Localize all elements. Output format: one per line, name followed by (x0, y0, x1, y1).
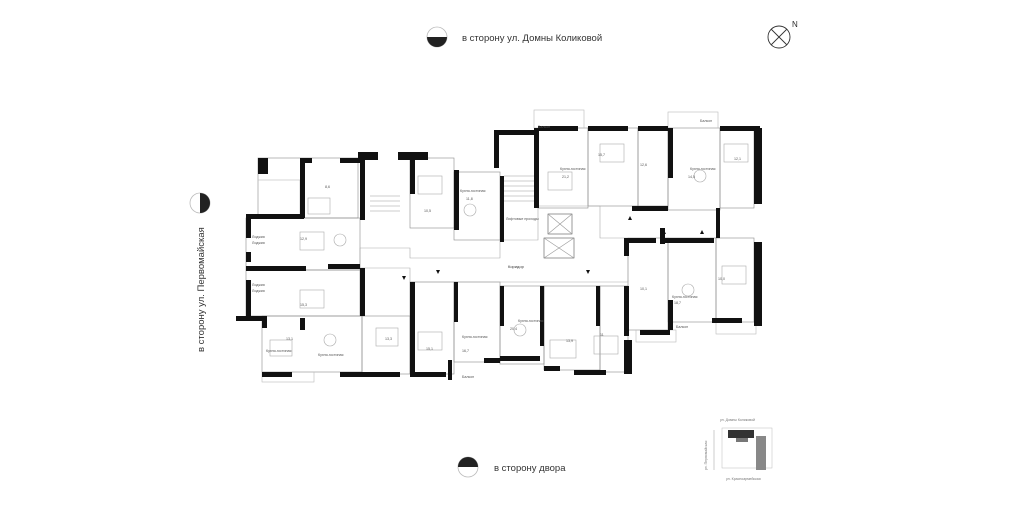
room-label: Балкон (676, 325, 688, 329)
room-label: Кухня-гостиная (460, 189, 485, 193)
svg-text:Лоджия: Лоджия (252, 241, 265, 245)
room-label: Кухня-гостиная (672, 295, 697, 299)
svg-text:10,0: 10,0 (718, 277, 725, 281)
corridor-label: Коридор (508, 264, 525, 269)
yard-direction-icon (457, 456, 479, 478)
keyplan-street-top: ул. Домны Коликовой (720, 418, 755, 422)
svg-text:15,7: 15,7 (598, 153, 605, 157)
room-label: Кухня-гостиная (318, 353, 343, 357)
north-direction-icon (426, 26, 448, 48)
svg-text:12,1: 12,1 (734, 157, 741, 161)
svg-text:11,8: 11,8 (466, 197, 473, 201)
compass-icon (767, 25, 791, 49)
room-label: Кухня-гостиная (462, 335, 487, 339)
west-direction-icon (189, 192, 211, 214)
svg-text:20,4: 20,4 (510, 327, 517, 331)
svg-text:8,6: 8,6 (325, 185, 330, 189)
svg-text:13,1: 13,1 (286, 337, 293, 341)
room-label: Кухня-гостиная (266, 349, 291, 353)
svg-text:13,9: 13,9 (566, 339, 573, 343)
room-label: Кухня-гостиная (560, 167, 585, 171)
compass-north-letter: N (792, 20, 798, 29)
room-label: Лоджия (252, 283, 265, 287)
svg-text:15,3: 15,3 (300, 303, 307, 307)
svg-text:15,1: 15,1 (426, 347, 433, 351)
svg-text:12,6: 12,6 (640, 163, 647, 167)
svg-text:Лоджия: Лоджия (252, 289, 265, 293)
room-label: Кухня-гостиная (690, 167, 715, 171)
svg-text:18,7: 18,7 (674, 301, 681, 305)
svg-text:10,5: 10,5 (424, 209, 431, 213)
yard-label: в сторону двора (494, 463, 566, 474)
key-plan (713, 427, 773, 470)
room-label: Кухня-гостиная (518, 319, 543, 323)
room-label: Лоджия (252, 235, 265, 239)
svg-text:16,7: 16,7 (462, 349, 469, 353)
elevator-label: Лифтовые проходы (506, 217, 539, 221)
keyplan-street-bottom: ул. Красноармейская (726, 477, 761, 481)
keyplan-street-left: ул. Первомайская (704, 440, 708, 470)
svg-text:21,2: 21,2 (562, 175, 569, 179)
room-label: Балкон (462, 375, 474, 379)
room-label: Балкон (538, 125, 550, 129)
svg-text:11: 11 (600, 333, 604, 337)
svg-text:10,1: 10,1 (640, 287, 647, 291)
north-street-label: в сторону ул. Домны Коликовой (462, 33, 603, 44)
room-label: Балкон (700, 119, 712, 123)
svg-text:14,5: 14,5 (688, 175, 695, 179)
svg-text:12,9: 12,9 (300, 237, 307, 241)
svg-text:13,3: 13,3 (385, 337, 392, 341)
